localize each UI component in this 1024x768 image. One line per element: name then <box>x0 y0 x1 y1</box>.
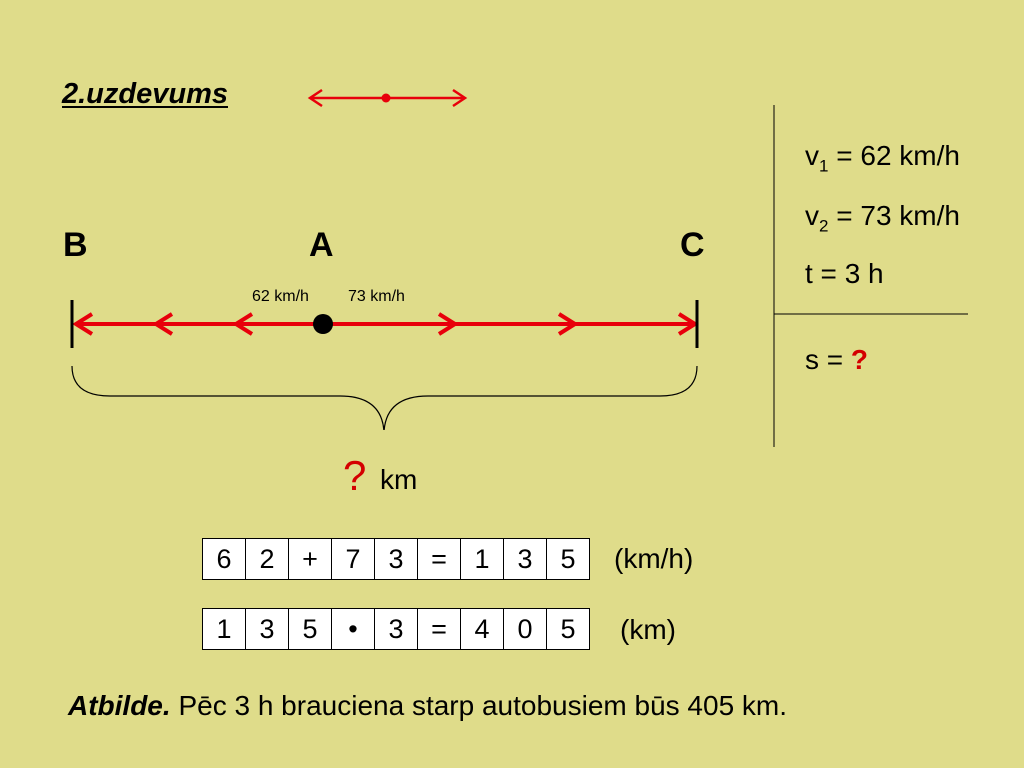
eq2-cell: 5 <box>288 608 332 650</box>
eq2-unit: (km) <box>620 614 676 645</box>
speed-label-left: 62 km/h <box>252 288 309 305</box>
equation-sum: 6 2 + 7 3 = 1 3 5 <box>202 538 590 580</box>
double-arrow-icon <box>307 88 468 108</box>
eq1-cell: 7 <box>331 538 375 580</box>
brace <box>71 365 698 430</box>
point-a-label: A <box>309 226 334 264</box>
eq2-cell: • <box>331 608 375 650</box>
point-b-label: B <box>63 226 88 264</box>
eq2-cell: 3 <box>374 608 418 650</box>
distance-unit: km <box>380 464 418 495</box>
answer-sentence: Atbilde. Pēc 3 h brauciena starp autobus… <box>68 690 787 722</box>
answer-text: Pēc 3 h brauciena starp autobusiem būs 4… <box>170 690 788 721</box>
speed-label-right: 73 km/h <box>348 288 405 305</box>
given-panel-lines <box>773 105 968 447</box>
eq2-cell: 5 <box>546 608 590 650</box>
arrows-left <box>72 312 323 336</box>
given-v1: v1 = 62 km/h <box>805 140 960 176</box>
eq1-cell: 2 <box>245 538 289 580</box>
eq2-cell: 0 <box>503 608 547 650</box>
arrows-right <box>323 312 699 336</box>
eq2-cell: 1 <box>202 608 246 650</box>
eq1-cell: 3 <box>503 538 547 580</box>
answer-label: Atbilde. <box>68 690 171 721</box>
point-c-label: C <box>680 226 705 264</box>
eq1-cell: = <box>417 538 461 580</box>
equation-product: 1 3 5 • 3 = 4 0 5 <box>202 608 590 650</box>
eq2-cell: = <box>417 608 461 650</box>
eq2-cell: 4 <box>460 608 504 650</box>
eq1-cell: 1 <box>460 538 504 580</box>
eq1-unit: (km/h) <box>614 543 694 574</box>
motion-diagram <box>70 300 699 430</box>
eq1-cell: 5 <box>546 538 590 580</box>
unknown-s: s = ? <box>805 344 869 375</box>
eq1-cell: + <box>288 538 332 580</box>
task-title: 2.uzdevums <box>62 78 228 110</box>
given-v2: v2 = 73 km/h <box>805 200 960 236</box>
eq2-cell: 3 <box>245 608 289 650</box>
point-a-dot <box>313 314 333 334</box>
eq1-cell: 3 <box>374 538 418 580</box>
distance-question: ? <box>343 452 367 499</box>
eq1-cell: 6 <box>202 538 246 580</box>
given-t: t = 3 h <box>805 258 884 289</box>
